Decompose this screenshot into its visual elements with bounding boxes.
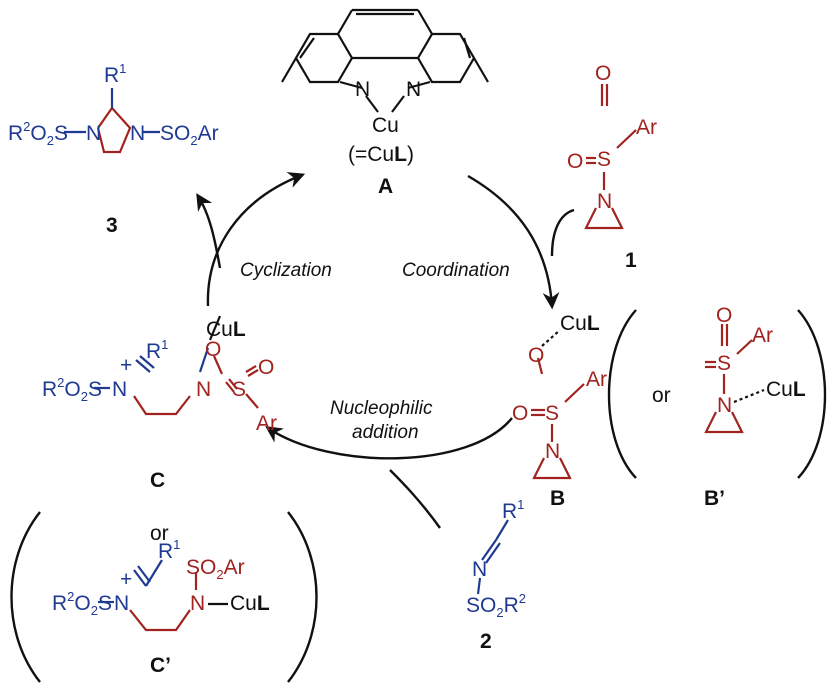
svg-text:or: or	[652, 384, 671, 407]
compound-2-label: 2	[480, 630, 492, 653]
svg-text:N: N	[597, 190, 612, 213]
svg-text:N: N	[472, 558, 487, 581]
compound-2: R1 N SO2R2 2	[466, 497, 526, 653]
intermediate-B-prime-label: B’	[704, 487, 725, 510]
intermediate-C-prime: or R1 R2O2S N + SO2Ar N CuL C’	[10, 511, 318, 683]
step-cyclization: Cyclization	[240, 260, 332, 281]
catalyst-A	[281, 8, 489, 113]
svg-text:+: +	[120, 354, 132, 377]
svg-text:SO2Ar: SO2Ar	[160, 122, 219, 148]
compound-3: R1 R2O2S N N SO2Ar 3	[8, 61, 219, 237]
svg-text:Ar: Ar	[636, 116, 657, 139]
svg-text:N: N	[86, 122, 101, 145]
svg-text:Ar: Ar	[256, 412, 277, 435]
svg-text:R2O2S: R2O2S	[42, 375, 102, 404]
svg-text:CuL: CuL	[230, 592, 270, 615]
catalyst-label-A: A	[378, 175, 393, 198]
svg-text:Ar: Ar	[752, 324, 773, 347]
svg-text:S: S	[545, 402, 559, 425]
cycle-arrows	[196, 172, 575, 529]
svg-text:R2O2S: R2O2S	[8, 119, 68, 148]
intermediate-C-label: C	[150, 469, 165, 492]
svg-text:Ar: Ar	[586, 368, 607, 391]
compound-1-label: 1	[625, 249, 637, 272]
catalyst-formula: (=CuL)	[348, 143, 414, 166]
svg-text:or: or	[150, 522, 169, 545]
svg-text:N: N	[717, 394, 732, 417]
intermediate-C-prime-label: C’	[150, 654, 171, 677]
intermediate-B-prime: or O S Ar N CuL B’	[607, 304, 827, 510]
svg-text:CuL: CuL	[766, 378, 806, 401]
svg-text:R1: R1	[502, 497, 524, 523]
svg-text:O: O	[716, 304, 732, 327]
svg-text:N: N	[545, 440, 560, 463]
svg-text:N: N	[114, 592, 129, 615]
svg-text:SO2R2: SO2R2	[466, 591, 526, 620]
svg-text:CuL: CuL	[560, 312, 600, 335]
svg-text:N: N	[190, 592, 205, 615]
intermediate-C: CuL R1 R2O2S N + O O N S Ar C	[42, 315, 277, 492]
step-nucleophilic-1: Nucleophilic	[330, 398, 433, 419]
intermediate-B: CuL O O S Ar N B	[512, 312, 607, 510]
svg-text:O: O	[205, 338, 221, 361]
compound-1: O O S Ar N 1	[567, 62, 657, 272]
catalyst-N-right: N	[406, 78, 421, 101]
svg-text:R1: R1	[158, 537, 180, 563]
svg-text:S: S	[597, 148, 611, 171]
svg-text:O: O	[258, 356, 274, 379]
svg-text:O: O	[528, 344, 544, 367]
svg-text:R1: R1	[104, 61, 126, 87]
svg-text:S: S	[232, 378, 246, 401]
svg-text:N: N	[196, 378, 211, 401]
svg-text:S: S	[717, 352, 731, 375]
svg-text:+: +	[120, 568, 132, 591]
svg-text:N: N	[112, 378, 127, 401]
svg-text:CuL: CuL	[206, 318, 246, 341]
step-nucleophilic-2: addition	[352, 422, 419, 443]
catalyst-N-left: N	[355, 78, 370, 101]
svg-text:SO2Ar: SO2Ar	[186, 556, 245, 582]
catalyst-Cu: Cu	[372, 114, 399, 137]
intermediate-B-label: B	[550, 487, 565, 510]
svg-text:R2O2S: R2O2S	[52, 589, 112, 618]
svg-text:O: O	[595, 62, 611, 85]
step-coordination: Coordination	[402, 260, 510, 281]
svg-text:O: O	[512, 402, 528, 425]
compound-3-label: 3	[106, 214, 118, 237]
svg-text:O: O	[567, 150, 583, 173]
svg-text:N: N	[130, 122, 145, 145]
svg-text:R1: R1	[146, 337, 168, 363]
